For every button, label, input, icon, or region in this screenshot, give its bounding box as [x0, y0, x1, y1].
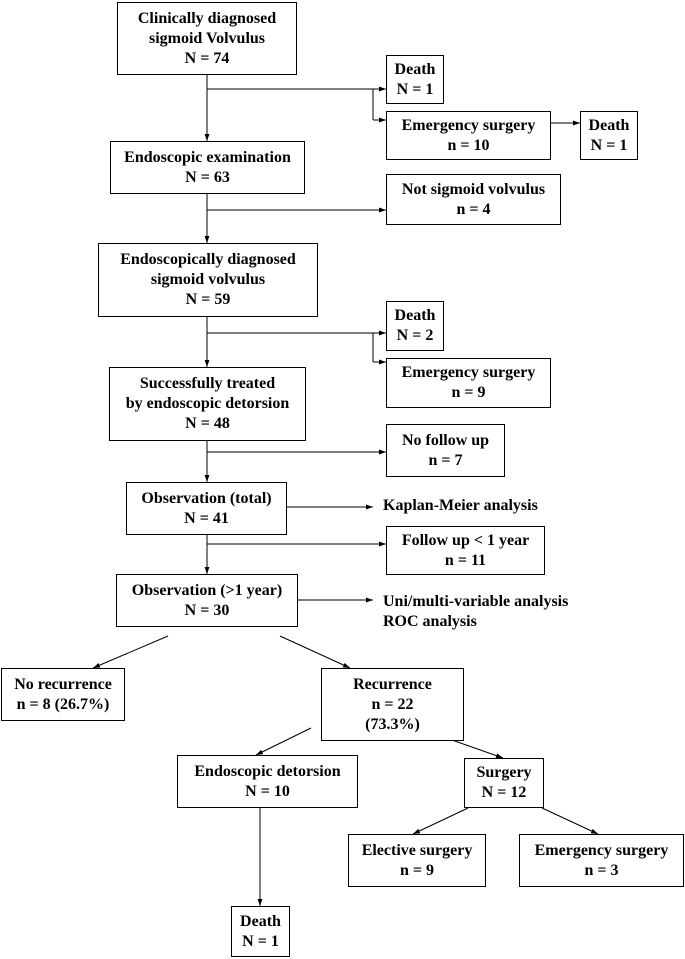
observation-over-one-year-box: Observation (>1 year) N = 30 — [116, 574, 298, 627]
endoscopic-examination-box: Endoscopic examination N = 63 — [110, 141, 305, 194]
clinically-diagnosed-count: N = 74 — [184, 49, 230, 67]
emergency-surgery-box-a: Emergency surgery n = 10 — [386, 111, 551, 160]
not-sigmoid-label: Not sigmoid volvulus — [401, 180, 546, 198]
emergency-b-count: n = 9 — [451, 384, 486, 401]
death-d-label: Death — [240, 912, 281, 930]
clinically-diagnosed-line1: Clinically diagnosed — [137, 9, 277, 27]
elective-surgery-count: n = 9 — [399, 861, 434, 879]
no-follow-up-label: No follow up — [401, 431, 490, 449]
endoscopic-examination-count: N = 63 — [185, 168, 230, 186]
death-box-a: Death N = 1 — [386, 55, 444, 104]
clinically-diagnosed-line2: sigmoid Volvulus — [148, 29, 266, 47]
emergency-surgery-box-c: Emergency surgery n = 3 — [519, 834, 684, 887]
roc-analysis-label: ROC analysis — [383, 613, 477, 630]
emergency-c-count: n = 3 — [584, 861, 619, 879]
not-sigmoid-volvulus-box: Not sigmoid volvulus n = 4 — [386, 174, 561, 225]
emergency-a-count: n = 10 — [447, 136, 490, 154]
endoscopically-diagnosed-line1: Endoscopically diagnosed — [120, 251, 296, 268]
death-b-label: Death — [588, 116, 630, 134]
endoscopic-examination-label: Endoscopic examination — [124, 148, 291, 166]
arrow-to-surgery — [451, 739, 504, 759]
successfully-treated-box: Successfully treated by endoscopic detor… — [109, 367, 306, 441]
uni-multi-variable-label: Uni/multi-variable analysis — [383, 593, 569, 610]
recurrence-label: Recurrence — [353, 675, 432, 693]
death-d-count: N = 1 — [242, 932, 279, 950]
death-c-label: Death — [394, 307, 436, 324]
death-b-count: N = 1 — [590, 136, 628, 154]
endoscopic-detorsion-label: Endoscopic detorsion — [194, 762, 341, 780]
observation-total-box: Observation (total) N = 41 — [126, 482, 287, 535]
emergency-surgery-box-b: Emergency surgery n = 9 — [386, 358, 551, 408]
recurrence-count: n = 22 — [371, 695, 414, 713]
death-box-c: Death N = 2 — [386, 301, 444, 351]
no-follow-up-count: n = 7 — [428, 451, 463, 469]
surgery-box: Surgery N = 12 — [464, 758, 544, 808]
emergency-a-label: Emergency surgery — [401, 116, 536, 134]
successfully-treated-count: N = 48 — [185, 415, 230, 432]
endoscopic-detorsion-count: N = 10 — [245, 782, 290, 800]
endoscopically-diagnosed-box: Endoscopically diagnosed sigmoid volvulu… — [98, 243, 318, 317]
elective-surgery-box: Elective surgery n = 9 — [348, 834, 486, 887]
observation-year-label: Observation (>1 year) — [131, 581, 283, 599]
recurrence-box: Recurrence n = 22 (73.3%) — [321, 668, 464, 741]
no-recurrence-box: No recurrence n = 8 (26.7%) — [1, 668, 125, 721]
death-box-d: Death N = 1 — [231, 906, 290, 957]
observation-year-count: N = 30 — [184, 601, 230, 619]
follow-up-short-label: Follow up < 1 year — [401, 531, 530, 549]
successfully-treated-line2: by endoscopic detorsion — [125, 395, 290, 412]
observation-total-label: Observation (total) — [141, 489, 272, 507]
follow-up-short-count: n = 11 — [444, 551, 487, 569]
arrow-to-no-recurrence — [92, 635, 169, 669]
not-sigmoid-count: n = 4 — [456, 200, 491, 218]
no-recurrence-label: No recurrence — [14, 675, 112, 693]
no-recurrence-count: n = 8 (26.7%) — [16, 695, 110, 713]
no-follow-up-box: No follow up n = 7 — [386, 424, 505, 477]
observation-total-count: N = 41 — [184, 509, 229, 527]
emergency-c-label: Emergency surgery — [534, 841, 669, 859]
analysis-labels: Uni/multi-variable analysis ROC analysis — [383, 592, 568, 632]
endoscopically-diagnosed-count: N = 59 — [185, 291, 231, 308]
endoscopically-diagnosed-line2: sigmoid volvulus — [150, 271, 266, 288]
death-a-label: Death — [394, 60, 436, 78]
successfully-treated-line1: Successfully treated — [139, 375, 276, 392]
surgery-label: Surgery — [476, 764, 532, 781]
arrow-to-endo-detorsion — [255, 727, 312, 756]
surgery-count: N = 12 — [481, 784, 527, 801]
elective-surgery-label: Elective surgery — [361, 841, 473, 859]
arrow-to-recurrence — [279, 635, 351, 669]
death-a-count: N = 1 — [396, 80, 434, 98]
recurrence-percent: (73.3%) — [365, 715, 420, 733]
follow-up-short-box: Follow up < 1 year n = 11 — [386, 526, 545, 575]
endoscopic-detorsion-box: Endoscopic detorsion N = 10 — [177, 755, 358, 808]
clinically-diagnosed-box: Clinically diagnosed sigmoid Volvulus N … — [117, 2, 297, 75]
arrow-to-elective — [412, 807, 469, 835]
death-c-count: N = 2 — [396, 327, 434, 344]
arrow-to-emergency-c — [541, 807, 599, 835]
death-box-b: Death N = 1 — [580, 111, 638, 160]
emergency-b-label: Emergency surgery — [401, 364, 536, 381]
kaplan-meier-label: Kaplan-Meier analysis — [383, 497, 538, 514]
